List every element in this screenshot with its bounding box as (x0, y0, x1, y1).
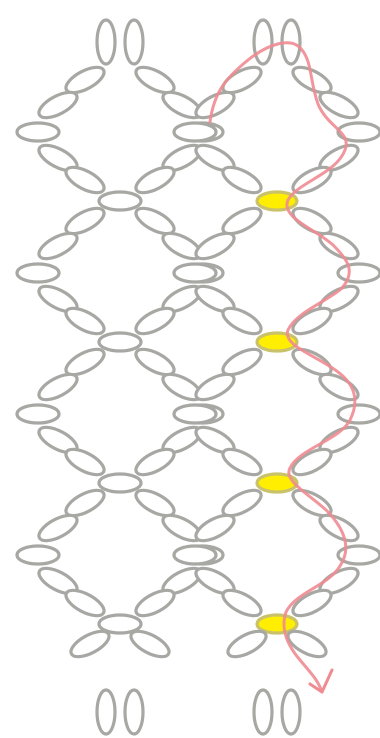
bead (95, 18, 117, 66)
bead (226, 629, 268, 659)
bead (97, 190, 143, 212)
bead (37, 372, 79, 402)
bead (95, 688, 117, 736)
bead (97, 331, 143, 353)
bead (280, 688, 302, 736)
bead (221, 306, 263, 336)
bead (134, 165, 176, 195)
bead (291, 588, 333, 618)
bead (64, 347, 106, 377)
bead (129, 629, 171, 659)
bead (336, 121, 380, 143)
bead (221, 165, 263, 195)
thread-path (208, 41, 357, 694)
bead (64, 65, 106, 95)
bead (134, 306, 176, 336)
bead (221, 488, 263, 518)
bead (134, 447, 176, 477)
bead (134, 65, 176, 95)
bead (252, 688, 274, 736)
bead (221, 447, 263, 477)
bead (252, 18, 274, 66)
bead (318, 231, 360, 261)
bead (134, 206, 176, 236)
arrowhead-icon (308, 668, 334, 694)
bead (123, 688, 145, 736)
bead (221, 206, 263, 236)
bead (172, 403, 218, 425)
bead (172, 121, 218, 143)
bead (64, 206, 106, 236)
bead (318, 372, 360, 402)
highlighted-bead (255, 472, 299, 494)
bead (15, 544, 61, 566)
bead (291, 347, 333, 377)
bead (37, 90, 79, 120)
bead (221, 347, 263, 377)
bead (194, 513, 236, 543)
bead (318, 90, 360, 120)
bead (123, 18, 145, 66)
bead (221, 65, 263, 95)
bead (134, 588, 176, 618)
bead (64, 165, 106, 195)
bead (15, 121, 61, 143)
bead (97, 613, 143, 635)
bead (15, 262, 61, 284)
bead (172, 262, 218, 284)
bead (37, 513, 79, 543)
bead (134, 488, 176, 518)
bead (37, 231, 79, 261)
bead (291, 306, 333, 336)
bead (291, 447, 333, 477)
bead (134, 347, 176, 377)
bead (336, 262, 380, 284)
highlighted-bead (255, 613, 299, 635)
bead (64, 588, 106, 618)
bead (64, 306, 106, 336)
bead (221, 588, 263, 618)
bead (64, 447, 106, 477)
bead (194, 231, 236, 261)
bead (64, 488, 106, 518)
bead (194, 372, 236, 402)
bead (97, 472, 143, 494)
bead (286, 629, 328, 659)
bead (172, 544, 218, 566)
bead (336, 544, 380, 566)
bead (336, 403, 380, 425)
bead (15, 403, 61, 425)
bead (69, 629, 111, 659)
